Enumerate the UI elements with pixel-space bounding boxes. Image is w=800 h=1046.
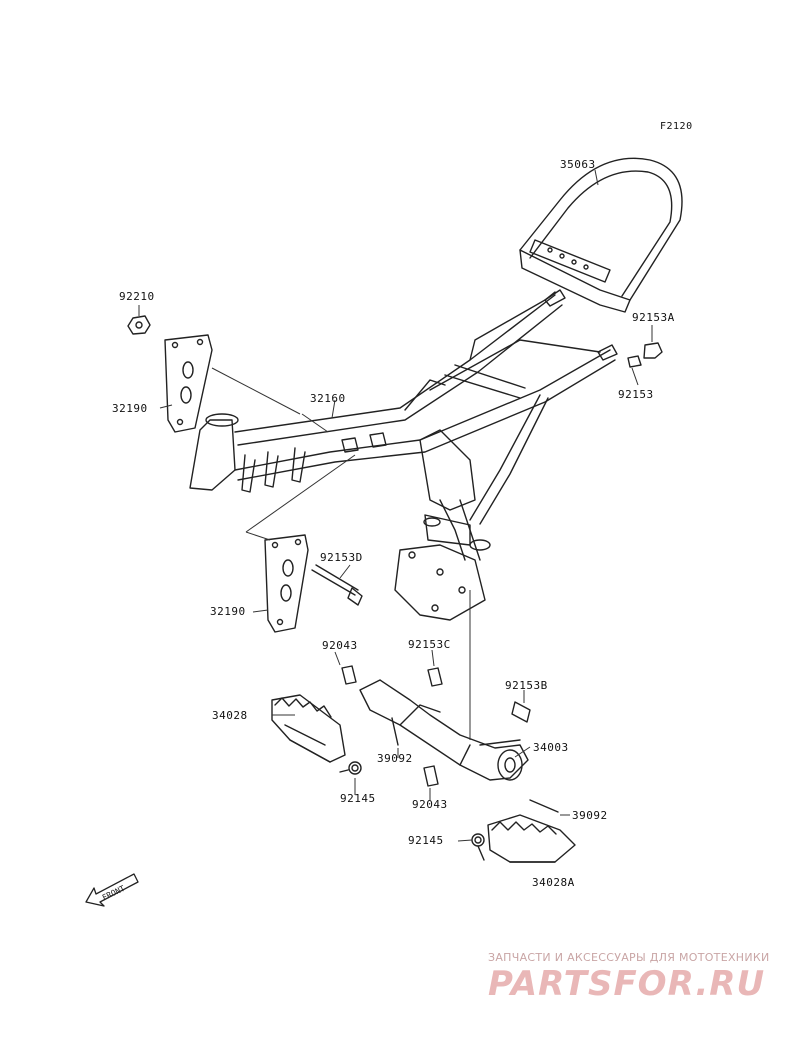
footpeg-left-34028	[271, 694, 346, 763]
part-label-92043-upper: 92043	[322, 639, 358, 652]
spring-92145-right	[471, 833, 485, 861]
part-label-92145-left: 92145	[340, 792, 376, 805]
part-label-34028: 34028	[212, 709, 248, 722]
spring-92145-left	[339, 761, 362, 775]
part-label-92153B: 92153B	[505, 679, 548, 692]
part-label-32160: 32160	[310, 392, 346, 405]
part-label-92153A: 92153A	[632, 311, 675, 324]
bolt-92153A	[643, 342, 663, 359]
part-label-39092-left: 39092	[377, 752, 413, 765]
pin-92043-top	[341, 665, 357, 685]
part-label-92153D: 92153D	[320, 551, 363, 564]
bolt-92153	[627, 355, 642, 368]
engine-plate-lower-32190	[264, 534, 309, 633]
part-label-35063: 35063	[560, 158, 596, 171]
pin-92043-bottom	[423, 765, 439, 787]
part-label-92153: 92153	[618, 388, 654, 401]
engine-plate-upper-32190	[164, 334, 213, 433]
bolt-92153D	[311, 564, 363, 606]
cotter-pin-39092-left	[391, 717, 399, 746]
bolt-92153B	[511, 701, 531, 723]
cotter-pin-39092-right	[529, 799, 559, 813]
main-frame-32160	[189, 289, 618, 621]
part-label-32190-upper: 32190	[112, 402, 148, 415]
part-label-34003: 34003	[533, 741, 569, 754]
nut-92210	[127, 315, 151, 335]
front-arrow-icon: FRONT	[85, 873, 139, 907]
part-label-92145-right: 92145	[408, 834, 444, 847]
part-label-39092-right: 39092	[572, 809, 608, 822]
part-label-92153C: 92153C	[408, 638, 451, 651]
figure-code: F2120	[660, 121, 693, 132]
part-label-34028A: 34028A	[532, 876, 575, 889]
grab-bar-35063	[519, 157, 683, 313]
watermark-logo: PARTSFOR.RU	[488, 964, 766, 1004]
front-arrow-label: FRONT	[101, 884, 127, 903]
part-label-32190-lower: 32190	[210, 605, 246, 618]
bolt-92153C	[427, 667, 443, 687]
part-label-92210: 92210	[119, 290, 155, 303]
footpeg-bracket-34003	[359, 679, 529, 781]
footpeg-right-34028A	[487, 814, 576, 863]
watermark-tagline: ЗАПЧАСТИ И АКСЕССУАРЫ ДЛЯ МОТОТЕХНИКИ	[488, 951, 770, 964]
part-label-92043-lower: 92043	[412, 798, 448, 811]
